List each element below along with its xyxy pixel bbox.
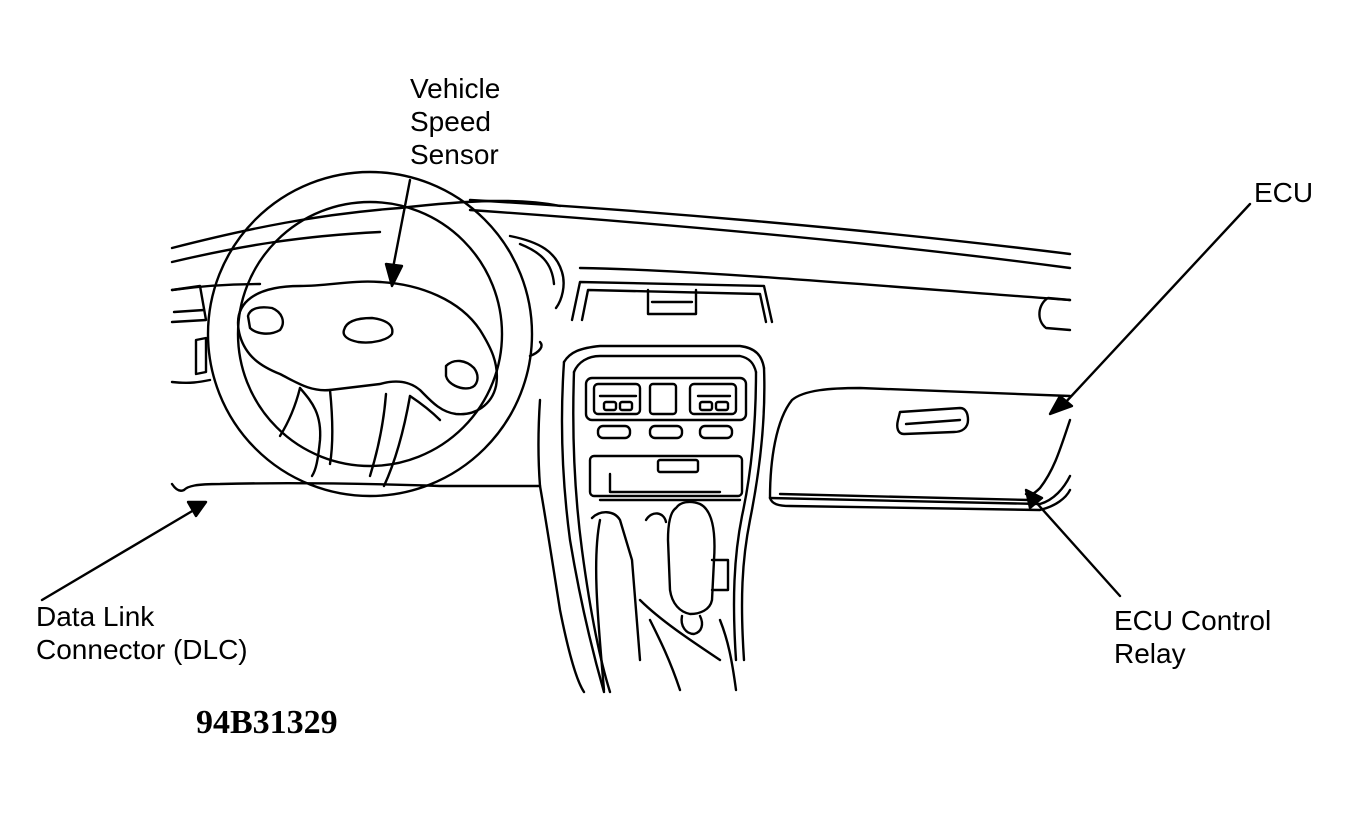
callout-arrows — [40, 178, 1252, 602]
center-upper-vent — [570, 280, 774, 324]
left-air-vent — [170, 284, 212, 385]
dashboard-top-outline — [170, 198, 1072, 310]
dlc-arrowhead — [186, 500, 208, 518]
right-air-vent — [1038, 296, 1072, 332]
steering-wheel — [206, 170, 534, 498]
ecu-arrowhead — [1048, 394, 1074, 416]
data-link-connector-label: Data Link Connector (DLC) — [36, 601, 248, 665]
ecu-label: ECU — [1254, 177, 1314, 208]
figure-code: 94B31329 — [196, 704, 338, 741]
relay-arrowhead — [1024, 488, 1044, 510]
ecu-control-relay-label: ECU Control Relay — [1114, 605, 1272, 669]
glove-box — [768, 386, 1072, 512]
vss-arrowhead — [384, 262, 404, 288]
center-console — [560, 344, 766, 694]
vehicle-speed-sensor-label: Vehicle Speed Sensor — [410, 73, 501, 170]
